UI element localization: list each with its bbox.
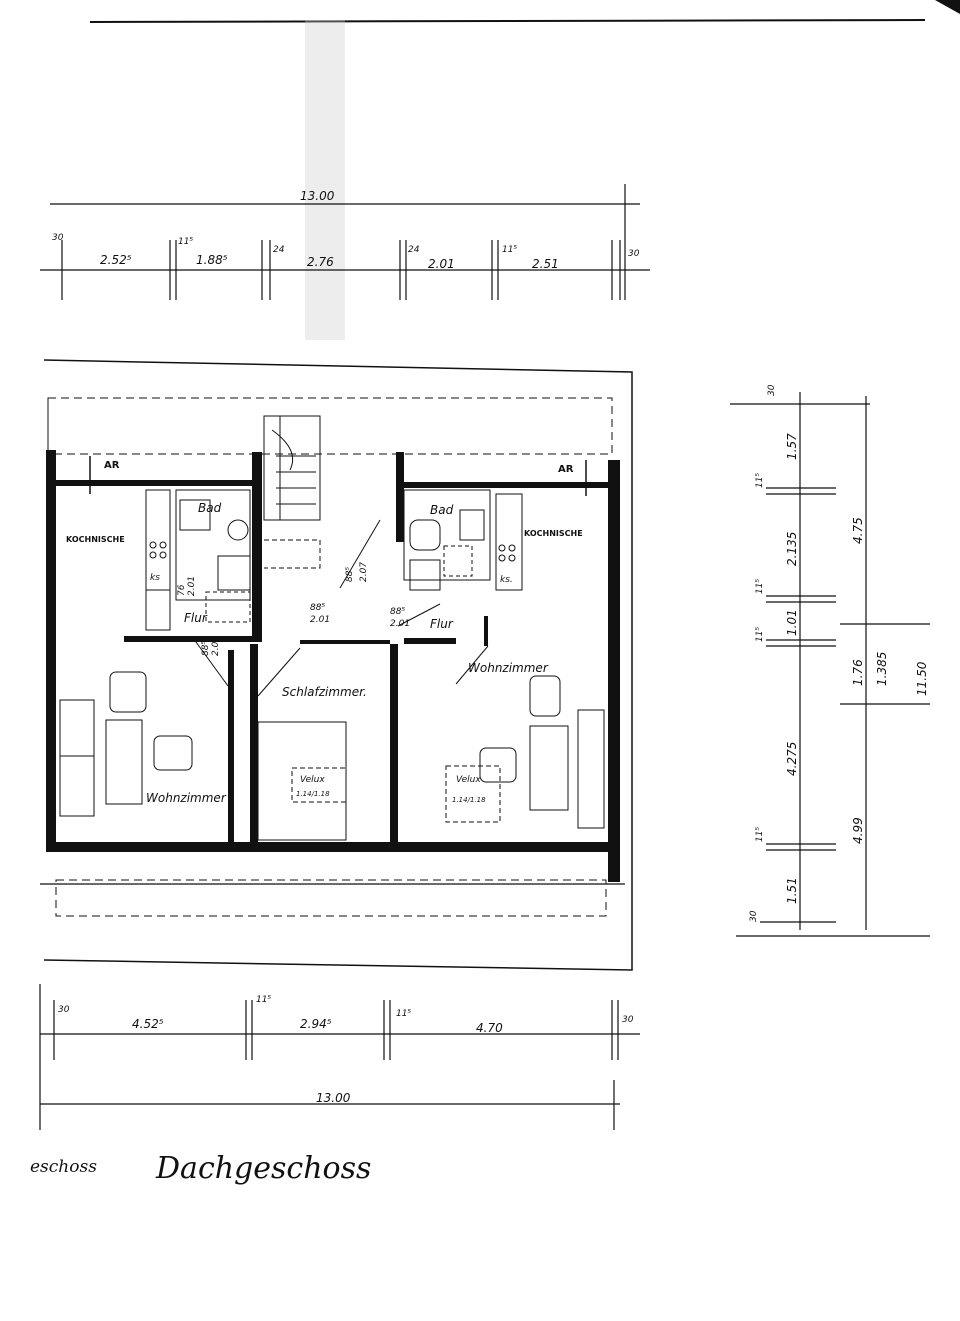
right-dim-10: 1.51 [785,877,799,904]
door-label-5: 76 [177,584,187,596]
center-bedroom-furniture [257,721,347,841]
door-label-2b: 2.07 [359,562,369,582]
right-dim-7: 11⁵ [755,627,765,642]
right-wohnzimmer-label: Wohnzimmer [468,661,549,675]
right-bad-label: Bad [430,503,454,517]
right-kitchenette [495,493,523,591]
door-label-4b: 2.01 [211,636,221,656]
right-mid-3: 4.99 [851,817,865,844]
right-flur-label: Flur [430,617,454,631]
top-total-dim: 13.00 [300,189,335,203]
top-dim-8: 2.01 [428,257,455,271]
bottom-dim-6: 4.70 [476,1021,503,1035]
building-outline [40,359,633,971]
right-ar-label: AR [558,464,574,475]
door-label-2: 88⁵ [345,567,355,582]
bottom-dimension-chain [39,984,640,1130]
left-kochnische-label: KOCHNISCHE [66,535,125,544]
top-dim-2: 2.52⁵ [100,253,132,267]
staircase [263,415,321,569]
bottom-total-dim: 13.00 [316,1091,351,1105]
caption-printed: eschoss [30,1157,97,1177]
bottom-dim-3: 11⁵ [256,995,271,1005]
right-dim-5: 11⁵ [755,579,765,594]
top-dim-11: 30 [628,249,640,259]
left-ar-label: AR [104,460,120,471]
left-bad-label: Bad [198,501,222,515]
door-label-1: 88⁵ [310,603,325,613]
velux-center-label: Velux [300,775,325,785]
schlafzimmer-label: Schlafzimmer. [282,685,367,699]
door-label-1b: 2.01 [310,615,330,625]
top-dim-4: 1.88⁵ [196,253,228,267]
right-dim-4: 2.135 [785,532,799,566]
door-label-3b: 2.01 [390,619,410,629]
right-dim-8: 4.275 [785,742,799,776]
door-label-3: 88⁵ [390,607,405,617]
bottom-dim-7: 30 [622,1015,634,1025]
right-mid-2: 1.76 [851,659,865,686]
velux-right-size: 1.14/1.18 [452,796,486,804]
bottom-dim-2: 4.52⁵ [132,1017,164,1031]
bottom-dim-1: 30 [58,1005,70,1015]
left-bathroom [175,489,251,623]
bottom-dim-5: 11⁵ [396,1009,411,1019]
right-dim-1: 30 [767,384,777,396]
page-top-rule [89,0,960,23]
left-flur-label: Flur [184,611,208,625]
right-dim-11: 30 [749,910,759,922]
right-dim-6: 1.01 [785,609,799,636]
left-living-furniture [59,671,193,817]
top-dim-1: 30 [52,233,64,243]
interior-walls [56,452,608,844]
top-dimension-chain [40,184,650,300]
bottom-dim-4: 2.94⁵ [300,1017,332,1031]
top-dim-3: 11⁵ [178,237,193,247]
top-dim-9: 11⁵ [502,245,517,255]
door-label-5b: 2.01 [187,576,197,596]
right-outer-1: 1.385 [875,652,889,686]
right-kochnische-label: KOCHNISCHE [524,529,583,538]
top-dim-7: 24 [408,245,420,255]
right-bathroom [403,489,491,591]
velux-center-size: 1.14/1.18 [296,790,330,798]
door-swings [195,519,489,697]
left-wohnzimmer-label: Wohnzimmer [146,791,227,805]
left-ks-label: ks [150,573,160,583]
right-mid-1: 4.75 [851,517,865,544]
caption-handwritten: Dachgeschoss [155,1151,371,1186]
left-kitchenette [145,489,171,631]
right-dim-2: 1.57 [785,433,799,460]
top-dim-10: 2.51 [532,257,559,271]
door-annotations: 88⁵ 2.01 88⁵ 2.07 88⁵ 2.01 88⁵ 2.01 76 2… [177,562,410,656]
right-dimension-chain [730,392,930,937]
velux-right-label: Velux [456,775,481,785]
right-dim-9: 11⁵ [755,827,765,842]
top-dim-6: 2.76 [307,255,334,269]
right-living-furniture [445,675,605,829]
scan-noise-band [305,20,345,340]
right-dim-3: 11⁵ [755,473,765,488]
door-label-4: 88⁵ [201,641,211,656]
right-outer-2: 11.50 [915,661,929,696]
top-dim-5: 24 [273,245,285,255]
right-ks-label: ks. [500,575,513,585]
